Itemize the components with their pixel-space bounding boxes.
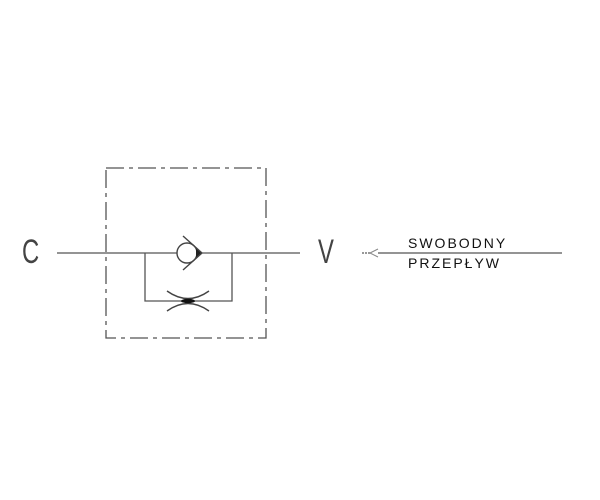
annotation-line1: SWOBODNY bbox=[408, 235, 508, 251]
throttle-orifice-icon bbox=[166, 290, 210, 312]
port-c-label: C bbox=[22, 233, 40, 271]
free-flow-arrow-icon bbox=[362, 248, 562, 258]
port-v-label: V bbox=[318, 233, 334, 271]
valve-enclosure bbox=[105, 167, 267, 339]
check-valve-icon bbox=[176, 235, 203, 271]
annotation-line2: PRZEPŁYW bbox=[408, 255, 502, 271]
